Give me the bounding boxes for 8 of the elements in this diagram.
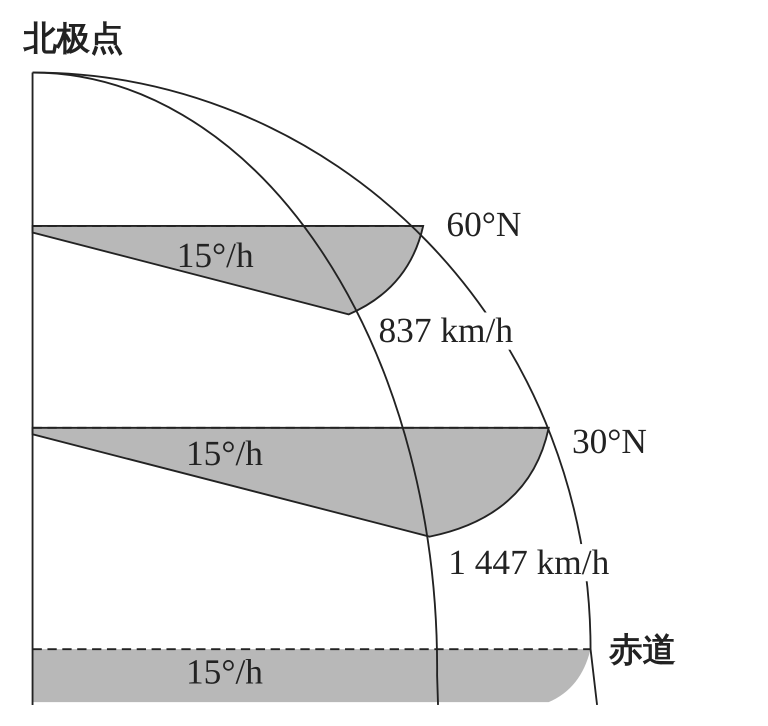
angular-speed-label: 15°/h	[186, 435, 263, 472]
equator-label: 赤道	[609, 632, 676, 670]
pole-label: 北极点	[23, 20, 124, 58]
angular-speed-label: 15°/h	[176, 237, 254, 274]
angular-speed-label: 15°/h	[186, 654, 263, 691]
latitude-label: 60°N	[446, 206, 522, 244]
speed-label: 837 km/h	[376, 312, 515, 350]
latitude-label: 30°N	[572, 423, 647, 460]
